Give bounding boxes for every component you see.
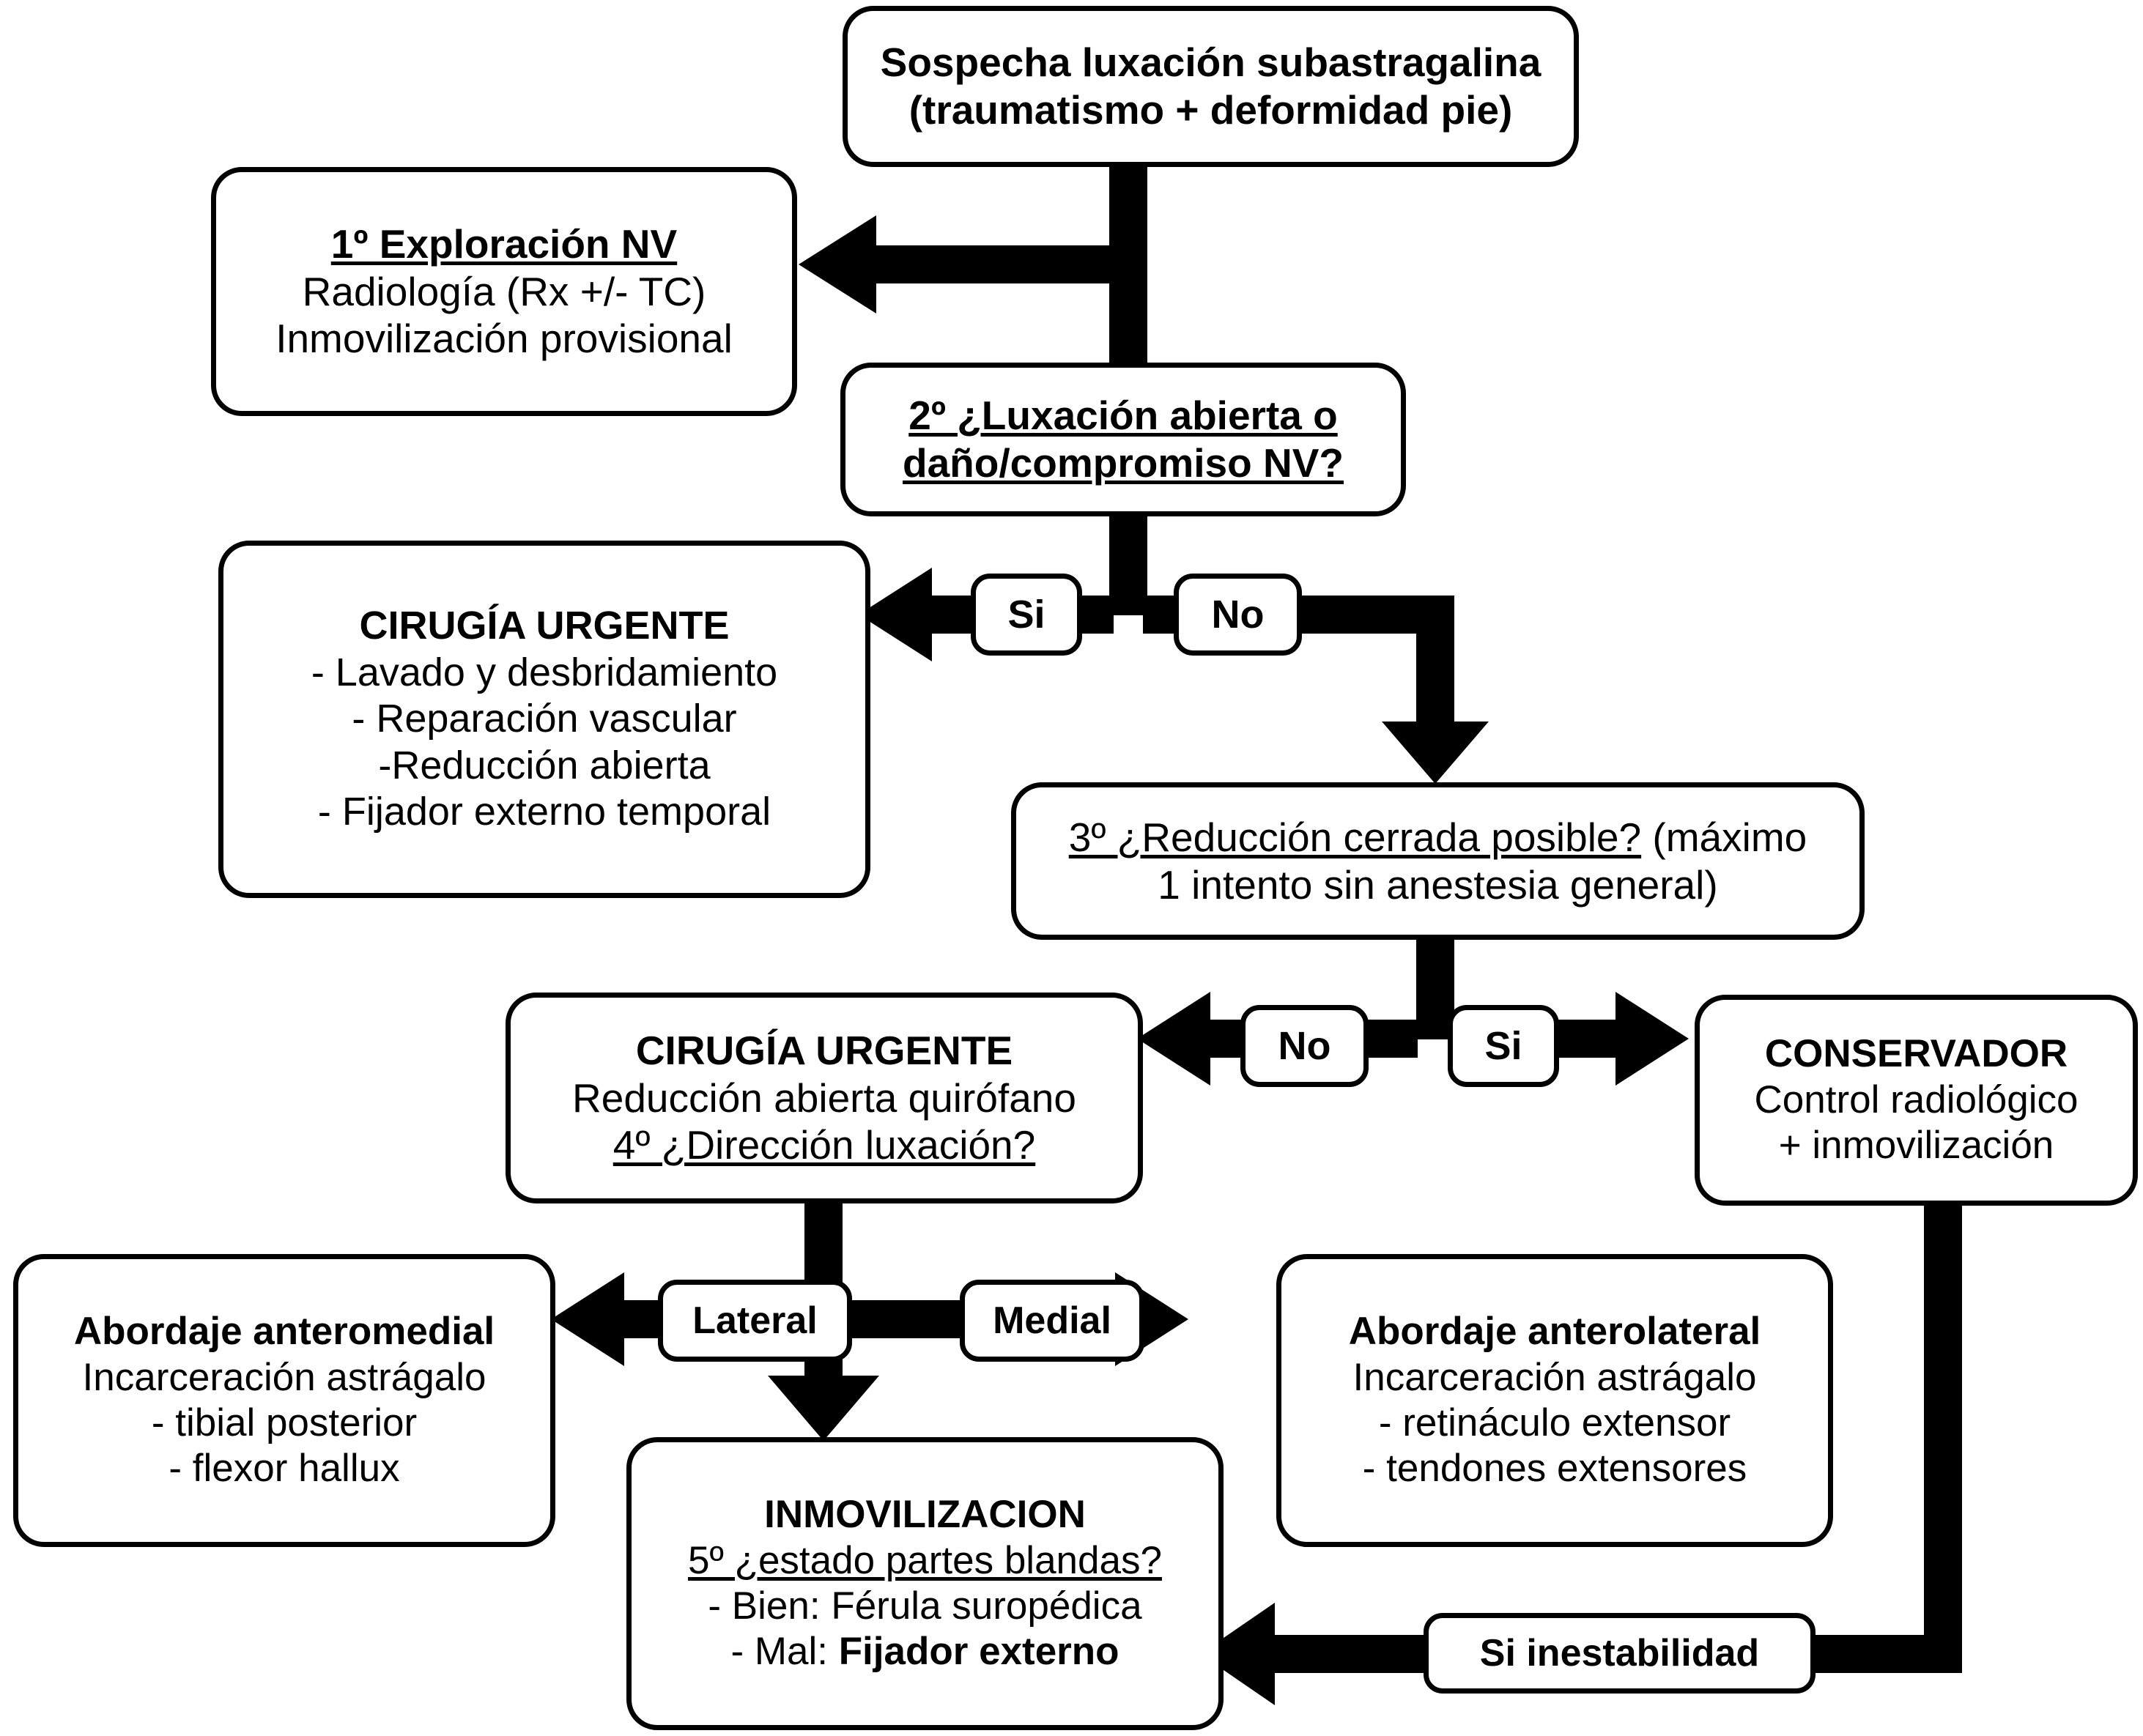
edge-label-no-1: No	[1174, 574, 1302, 656]
node-sospecha-luxacion: Sospecha luxación subastragalina (trauma…	[843, 6, 1579, 167]
node-line-tail: (máximo	[1641, 814, 1807, 860]
edge-label-si-2: Si	[1448, 1005, 1559, 1087]
arrowhead-cirugia1	[859, 568, 932, 661]
node-line: - retináculo extensor	[1378, 1401, 1731, 1444]
node-line-heading: CIRUGÍA URGENTE	[359, 604, 730, 648]
connector-inestabilidad-right	[1796, 1635, 1962, 1673]
arrowhead-conservador	[1615, 992, 1689, 1086]
edge-label-lateral: Lateral	[658, 1280, 852, 1362]
node-line: -Reducción abierta	[378, 743, 711, 787]
arrowhead-anteromedial	[551, 1272, 624, 1366]
node-line: (traumatismo + deformidad pie)	[908, 87, 1513, 133]
node-line: - flexor hallux	[169, 1447, 400, 1491]
node-line-heading: INMOVILIZACION	[764, 1493, 1086, 1537]
edge-label-medial: Medial	[960, 1280, 1144, 1362]
node-luxacion-abierta-decision: 2º ¿Luxación abierta o daño/compromiso N…	[840, 363, 1406, 516]
node-line: Inmovilización provisional	[275, 316, 733, 362]
node-line-heading: 2º ¿Luxación abierta o	[908, 393, 1338, 439]
node-exploracion-nv: 1º Exploración NV Radiología (Rx +/- TC)…	[211, 167, 797, 416]
node-line: + inmovilización	[1778, 1124, 2054, 1168]
node-line-heading: 1º Exploración NV	[330, 220, 678, 267]
arrowhead-cirugia2	[1137, 992, 1210, 1086]
node-line-underlined: 5º ¿estado partes blandas?	[688, 1538, 1162, 1582]
node-line-heading: CONSERVADOR	[1764, 1032, 2068, 1076]
connector-sospecha-trunk	[1109, 163, 1147, 368]
node-line-heading: Abordaje anteromedial	[73, 1310, 495, 1354]
arrowhead-reduccion	[1382, 722, 1489, 784]
node-abordaje-anteromedial: Abordaje anteromedial Incarceración astr…	[13, 1254, 555, 1547]
arrowhead-inmovilizacion-feedback	[1200, 1603, 1275, 1705]
node-line: - tendones extensores	[1362, 1447, 1747, 1491]
node-line-underlined: 3º ¿Reducción cerrada posible?	[1068, 814, 1642, 860]
node-line: - Lavado y desbridamiento	[311, 650, 778, 694]
node-line: Incarceración astrágalo	[82, 1355, 486, 1399]
node-line-underlined: 4º ¿Dirección luxación?	[612, 1122, 1036, 1168]
node-abordaje-anterolateral: Abordaje anterolateral Incarceración ast…	[1276, 1254, 1833, 1547]
node-cirugia-urgente-quirofano: CIRUGÍA URGENTE Reducción abierta quiróf…	[506, 993, 1143, 1203]
node-line: Sospecha luxación subastragalina	[880, 40, 1541, 86]
node-line: Control radiológico	[1754, 1077, 2079, 1121]
connector-box2-down	[1109, 513, 1147, 615]
node-line-bold: Fijador externo	[838, 1630, 1119, 1674]
edge-label-si-1: Si	[971, 574, 1082, 656]
node-inmovilizacion: INMOVILIZACION 5º ¿estado partes blandas…	[626, 1437, 1224, 1730]
node-line-heading: 3º ¿Reducción cerrada posible? (máximo	[1016, 814, 1859, 861]
node-line: - Mal: Fijador externo	[632, 1629, 1218, 1674]
connector-conservador-down	[1924, 1203, 1962, 1635]
edge-label-no-2: No	[1240, 1005, 1369, 1087]
node-conservador: CONSERVADOR Control radiológico + inmovi…	[1695, 995, 2138, 1206]
node-line: 1 intento sin anestesia general)	[1158, 861, 1718, 908]
node-line-heading: Abordaje anterolateral	[1348, 1310, 1761, 1354]
node-cirugia-urgente-abierta: CIRUGÍA URGENTE - Lavado y desbridamient…	[218, 541, 870, 898]
node-reduccion-cerrada-decision: 3º ¿Reducción cerrada posible? (máximo 1…	[1011, 782, 1865, 940]
node-line: Incarceración astrágalo	[1352, 1355, 1757, 1399]
node-line: - Bien: Férula suropédica	[708, 1584, 1142, 1628]
edge-label-si-inestabilidad: Si inestabilidad	[1424, 1613, 1816, 1694]
node-line-heading: daño/compromiso NV?	[903, 440, 1344, 486]
arrowhead-exploracion	[799, 215, 876, 314]
connector-exploracion-shaft	[835, 245, 1112, 283]
node-line: - Fijador externo temporal	[317, 790, 771, 834]
node-line: - tibial posterior	[151, 1401, 418, 1444]
node-line-prefix: - Mal:	[730, 1630, 839, 1674]
node-line: Reducción abierta quirófano	[572, 1075, 1076, 1121]
node-line: - Reparación vascular	[352, 697, 737, 741]
connector-inestabilidad-left	[1264, 1635, 1429, 1673]
arrowhead-inmovilizacion	[768, 1376, 879, 1441]
node-line: Radiología (Rx +/- TC)	[302, 268, 706, 314]
node-line-heading: CIRUGÍA URGENTE	[635, 1027, 1013, 1073]
